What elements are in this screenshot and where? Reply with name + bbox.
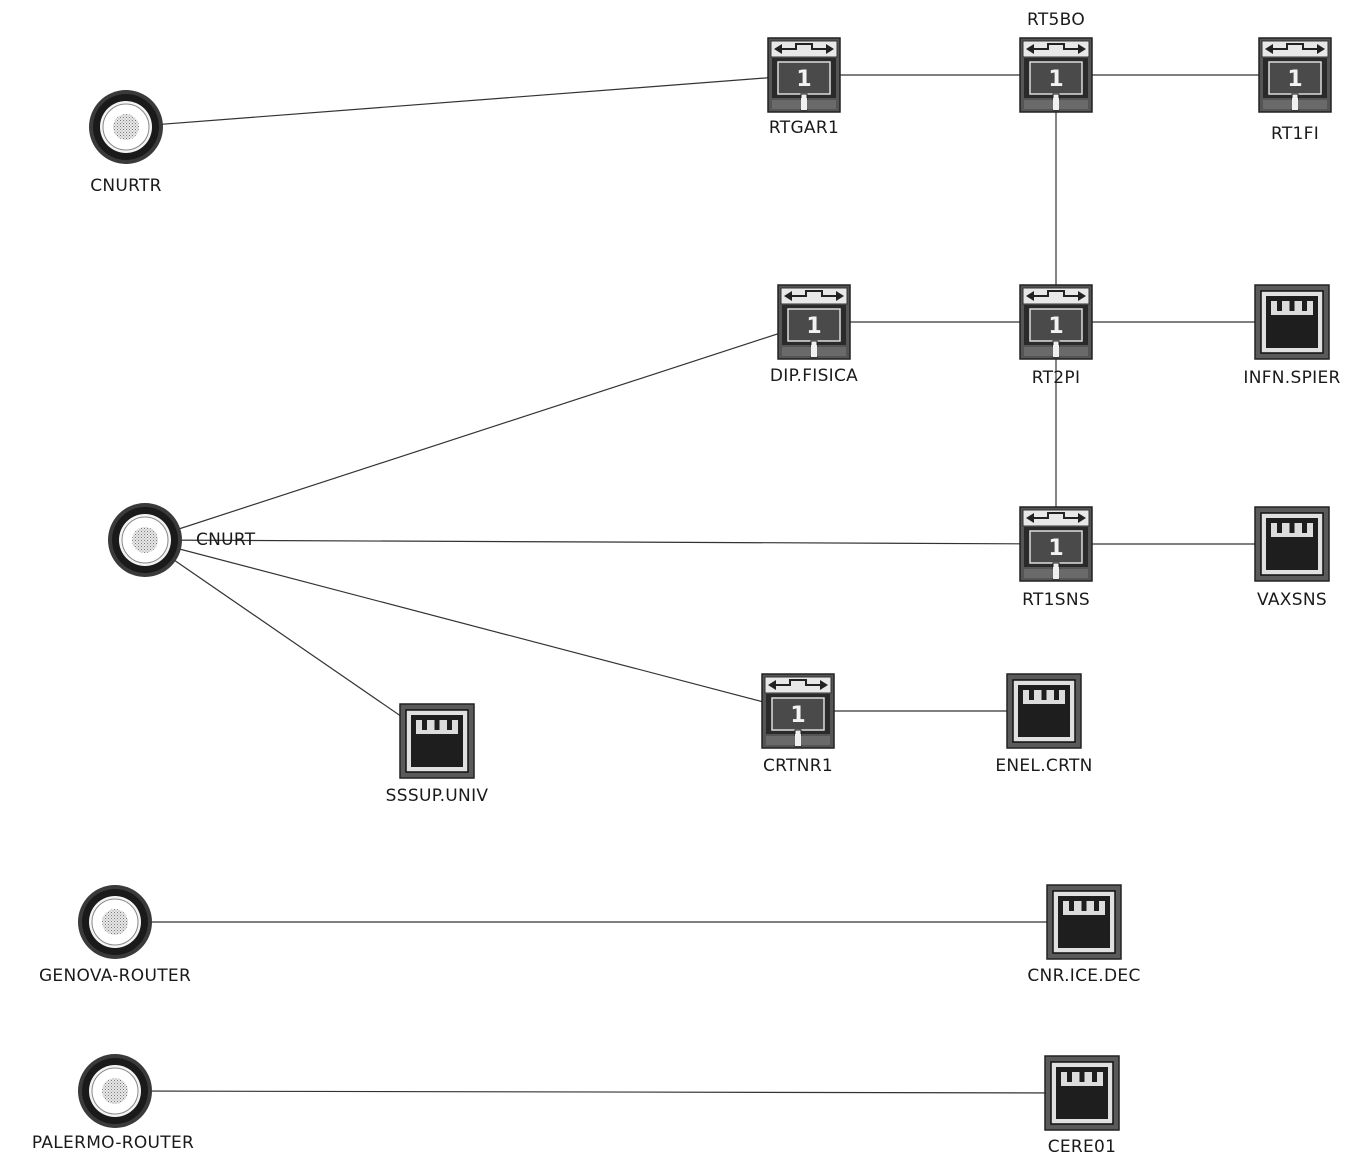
node-label-enelcrtn: ENEL.CRTN bbox=[995, 756, 1093, 776]
node-label-rtgar1: RTGAR1 bbox=[768, 118, 840, 138]
node-label-genova: GENOVA-ROUTER bbox=[38, 966, 192, 986]
router-icon-crtnr1[interactable]: 1 bbox=[761, 673, 835, 749]
host-icon-enelcrtn[interactable] bbox=[1006, 673, 1082, 749]
router-icon-rt2pi[interactable]: 1 bbox=[1019, 284, 1093, 360]
node-label-infnspier: INFN.SPIER bbox=[1243, 368, 1341, 388]
link-cnurt-dipfisica bbox=[144, 321, 815, 541]
host-icon-cere01[interactable] bbox=[1044, 1055, 1120, 1131]
node-label-rt2pi: RT2PI bbox=[1031, 368, 1081, 388]
svg-text:1: 1 bbox=[806, 314, 821, 339]
node-label-sssupuniv: SSSUP.UNIV bbox=[385, 786, 489, 806]
node-label-rt1fi: RT1FI bbox=[1270, 124, 1320, 144]
router-icon-rtgar1[interactable]: 1 bbox=[767, 37, 841, 113]
link-cnurtr-rtgar1 bbox=[125, 74, 805, 128]
node-label-cnurtr: CNURTR bbox=[90, 176, 162, 196]
svg-text:1: 1 bbox=[796, 67, 811, 92]
node-label-rt5bo: RT5BO bbox=[1026, 10, 1086, 30]
node-label-cnricedec: CNR.ICE.DEC bbox=[1027, 966, 1141, 986]
svg-text:1: 1 bbox=[1048, 536, 1063, 561]
hub-icon-cnurt[interactable] bbox=[108, 503, 182, 577]
node-label-rt1sns: RT1SNS bbox=[1022, 590, 1090, 610]
svg-text:1: 1 bbox=[1048, 314, 1063, 339]
link-cnurt-rt1sns bbox=[144, 539, 1057, 545]
node-label-cnurt: CNURT bbox=[196, 530, 256, 550]
host-icon-sssupuniv[interactable] bbox=[399, 703, 475, 779]
router-icon-rt5bo[interactable]: 1 bbox=[1019, 37, 1093, 113]
svg-text:1: 1 bbox=[1287, 67, 1302, 92]
node-label-crtnr1: CRTNR1 bbox=[763, 756, 833, 776]
link-palermo-cere01 bbox=[114, 1090, 1083, 1094]
router-icon-rt1fi[interactable]: 1 bbox=[1258, 37, 1332, 113]
hub-icon-cnurtr[interactable] bbox=[89, 90, 163, 164]
svg-text:1: 1 bbox=[790, 703, 805, 728]
node-label-vaxsns: VAXSNS bbox=[1257, 590, 1327, 610]
router-icon-rt1sns[interactable]: 1 bbox=[1019, 506, 1093, 582]
link-cnurt-crtnr1 bbox=[144, 539, 799, 712]
node-label-palermo: PALERMO-ROUTER bbox=[31, 1133, 195, 1153]
hub-icon-palermo[interactable] bbox=[78, 1054, 152, 1128]
router-icon-dipfisica[interactable]: 1 bbox=[777, 284, 851, 360]
hub-icon-genova[interactable] bbox=[78, 885, 152, 959]
link-cnurt-sssupuniv bbox=[144, 539, 438, 742]
svg-text:1: 1 bbox=[1048, 67, 1063, 92]
node-label-dipfisica: DIP.FISICA bbox=[769, 366, 859, 386]
host-icon-vaxsns[interactable] bbox=[1254, 506, 1330, 582]
host-icon-cnricedec[interactable] bbox=[1046, 884, 1122, 960]
host-icon-infnspier[interactable] bbox=[1254, 284, 1330, 360]
node-label-cere01: CERE01 bbox=[1047, 1137, 1117, 1157]
